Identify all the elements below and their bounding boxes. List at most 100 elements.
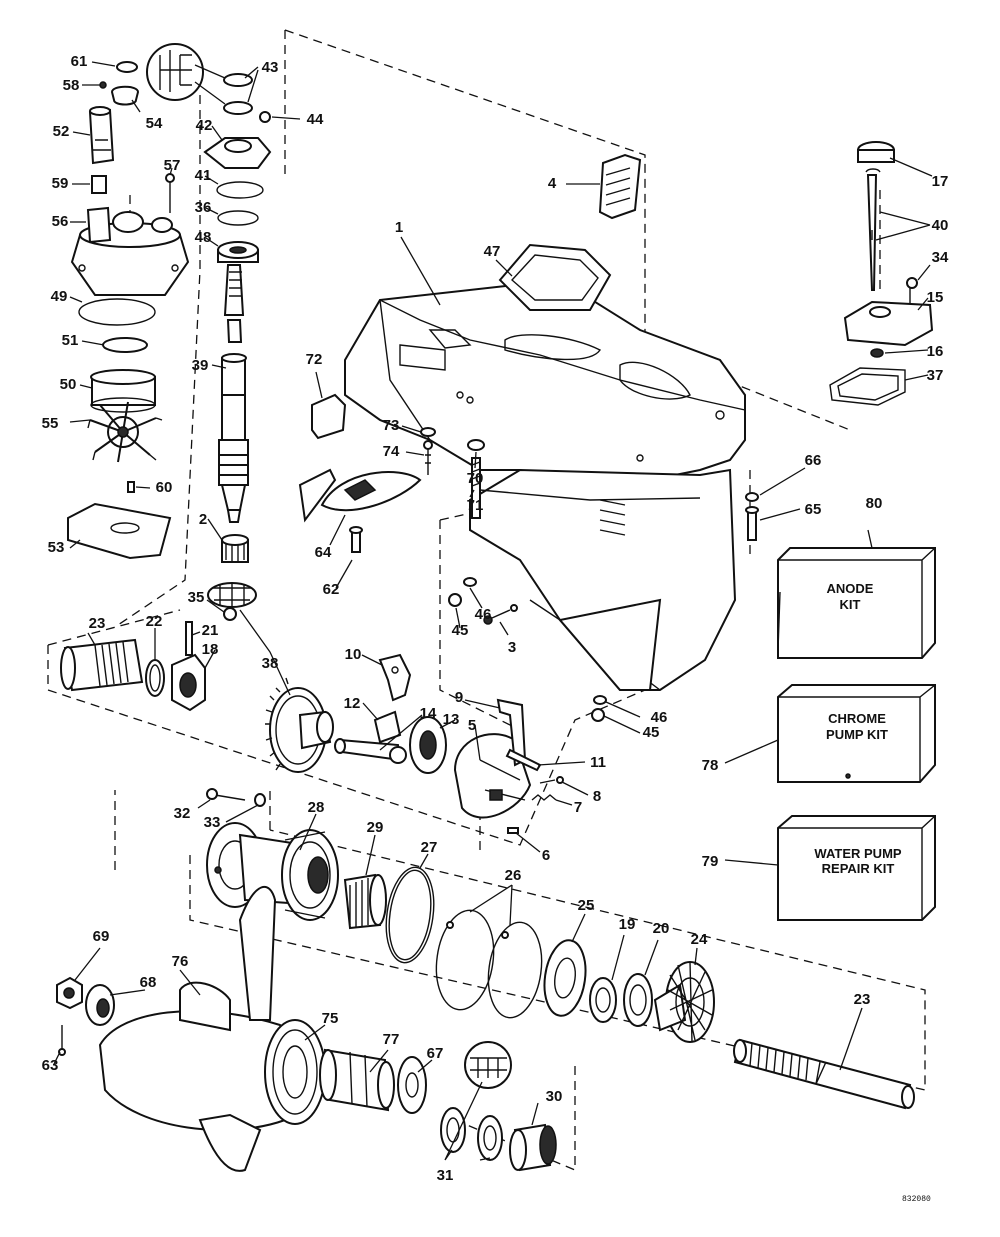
small-parts [185, 153, 759, 722]
callout-number: 8 [593, 788, 601, 805]
callout-number: 61 [71, 53, 88, 70]
callout-number: 38 [262, 655, 279, 672]
callout-number: 26 [505, 867, 522, 884]
callout-number: 48 [195, 229, 212, 246]
callout-number: 35 [188, 589, 205, 606]
callout-number: 11 [590, 754, 606, 771]
middle-gear-train [60, 638, 564, 834]
callout-number: 2 [199, 511, 207, 528]
anode-kit-box: ANODE KIT [777, 547, 936, 659]
callout-number: 54 [146, 115, 163, 132]
callout-number: 77 [383, 1031, 400, 1048]
anode-kit-line2: KIT [840, 597, 861, 612]
callout-number: 57 [164, 157, 181, 174]
callout-number: 56 [52, 213, 69, 230]
water-kit-line2: REPAIR KIT [822, 861, 895, 876]
callout-number: 71 [467, 497, 484, 514]
bearing-carrier-group [206, 788, 915, 1110]
chrome-kit-line1: CHROME [828, 711, 886, 726]
callout-number: 69 [93, 928, 110, 945]
chrome-pump-kit-box: CHROME PUMP KIT [777, 684, 936, 783]
callout-number: 66 [805, 452, 822, 469]
callout-number: 34 [932, 249, 949, 266]
callout-number: 74 [383, 443, 400, 460]
callout-number: 1 [395, 219, 403, 236]
driveshaft-stack [146, 43, 272, 621]
callout-number: 53 [48, 539, 65, 556]
callout-number: 39 [192, 357, 209, 374]
callout-number: 6 [542, 847, 550, 864]
callout-number: 14 [420, 705, 437, 722]
callout-number: 62 [323, 581, 340, 598]
callout-number: 63 [42, 1057, 59, 1074]
chrome-kit-line2: PUMP KIT [826, 727, 888, 742]
water-kit-number: 79 [702, 853, 719, 870]
shift-rod-group [829, 141, 934, 406]
leader-lines [53, 61, 933, 1161]
callout-number: 67 [427, 1045, 444, 1062]
callout-number: 75 [322, 1010, 339, 1027]
callout-number: 49 [51, 288, 68, 305]
callout-number: 65 [805, 501, 822, 518]
callout-number: 58 [63, 77, 80, 94]
gearcase-housing [344, 278, 746, 691]
callout-number: 25 [578, 897, 595, 914]
callout-number: 72 [306, 351, 323, 368]
callout-number: 17 [932, 173, 949, 190]
callout-number: 28 [308, 799, 325, 816]
chrome-kit-number: 78 [702, 757, 719, 774]
callout-number: 44 [307, 111, 324, 128]
callout-number: 46 [651, 709, 668, 726]
water-kit-line1: WATER PUMP [814, 846, 901, 861]
callout-number: 50 [60, 376, 77, 393]
callout-number: 76 [172, 953, 189, 970]
callout-number: 9 [455, 689, 463, 706]
callout-number: 16 [927, 343, 944, 360]
callout-number: 36 [195, 199, 212, 216]
propeller-group [56, 885, 557, 1172]
callout-number: 64 [315, 544, 332, 561]
callout-number: 68 [140, 974, 157, 991]
callout-number: 55 [42, 415, 59, 432]
callout-number: 13 [443, 711, 460, 728]
callout-number: 22 [146, 613, 163, 630]
callout-number: 60 [156, 479, 173, 496]
callout-number: 70 [467, 470, 484, 487]
callout-number: 27 [421, 839, 438, 856]
callout-number: 29 [367, 819, 384, 836]
drawing-code: 832080 [902, 1195, 931, 1204]
callout-number: 7 [574, 799, 582, 816]
callout-number: 32 [174, 805, 191, 822]
callout-number: 23 [854, 991, 871, 1008]
callout-number: 30 [546, 1088, 563, 1105]
callout-number: 10 [345, 646, 362, 663]
callout-number: 37 [927, 367, 944, 384]
anode-kit-number: 80 [866, 495, 883, 512]
callout-number: 51 [62, 332, 79, 349]
callout-number: 15 [927, 289, 944, 306]
callout-number: 23 [89, 615, 106, 632]
callout-number: 33 [204, 814, 221, 831]
kit-boxes: ANODE KIT CHROME PUMP KIT WATER PUMP REP… [777, 547, 936, 921]
callout-number: 41 [195, 167, 212, 184]
callout-number: 45 [452, 622, 469, 639]
callout-number: 45 [643, 724, 660, 741]
callout-number: 12 [344, 695, 361, 712]
callout-number: 21 [202, 622, 219, 639]
callout-number: 24 [691, 931, 708, 948]
water-pump-repair-kit-box: WATER PUMP REPAIR KIT [777, 815, 936, 921]
water-pump-stack [67, 61, 190, 560]
anode-kit-line1: ANODE [827, 581, 874, 596]
callout-number: 3 [508, 639, 516, 656]
callout-number: 18 [202, 641, 219, 658]
callout-number: 31 [437, 1167, 454, 1184]
callout-number: 19 [619, 916, 636, 933]
callout-number: 20 [653, 920, 670, 937]
callout-number: 59 [52, 175, 69, 192]
callout-number: 5 [468, 717, 476, 734]
callout-number: 73 [383, 417, 400, 434]
callout-number: 43 [262, 59, 279, 76]
